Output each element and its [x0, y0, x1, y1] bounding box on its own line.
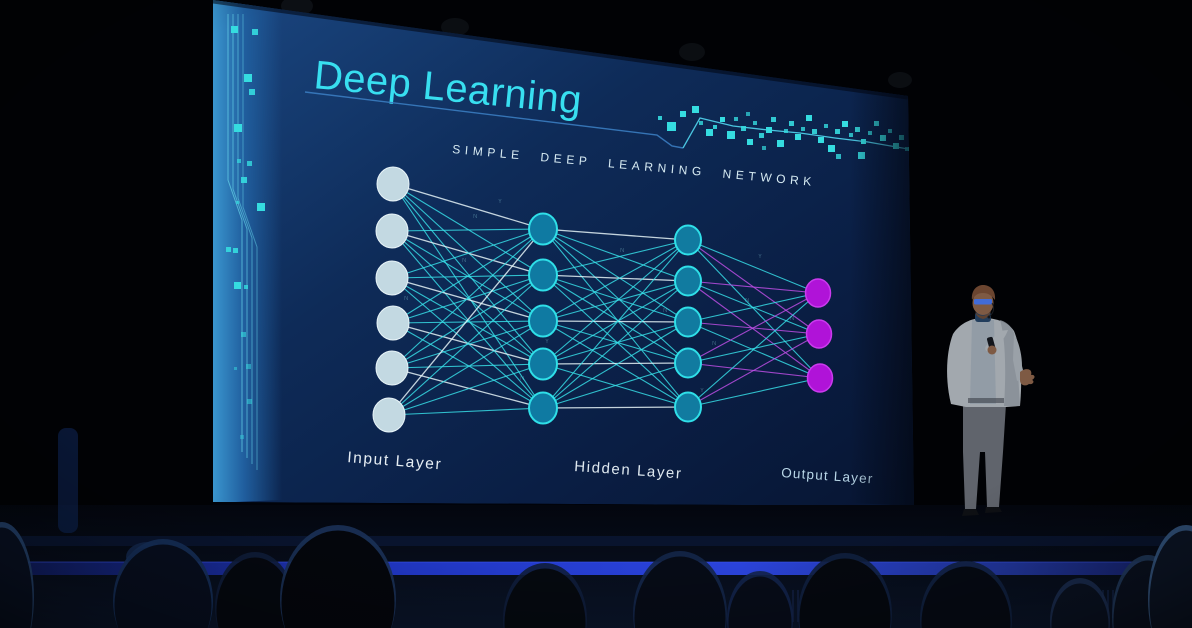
- vignette-overlay: [0, 0, 1192, 628]
- stage-scene: Deep Learning SIMPLE DEEP LEARNING NETWO…: [0, 0, 1192, 628]
- conference-stage-photo: Deep Learning SIMPLE DEEP LEARNING NETWO…: [0, 0, 1192, 628]
